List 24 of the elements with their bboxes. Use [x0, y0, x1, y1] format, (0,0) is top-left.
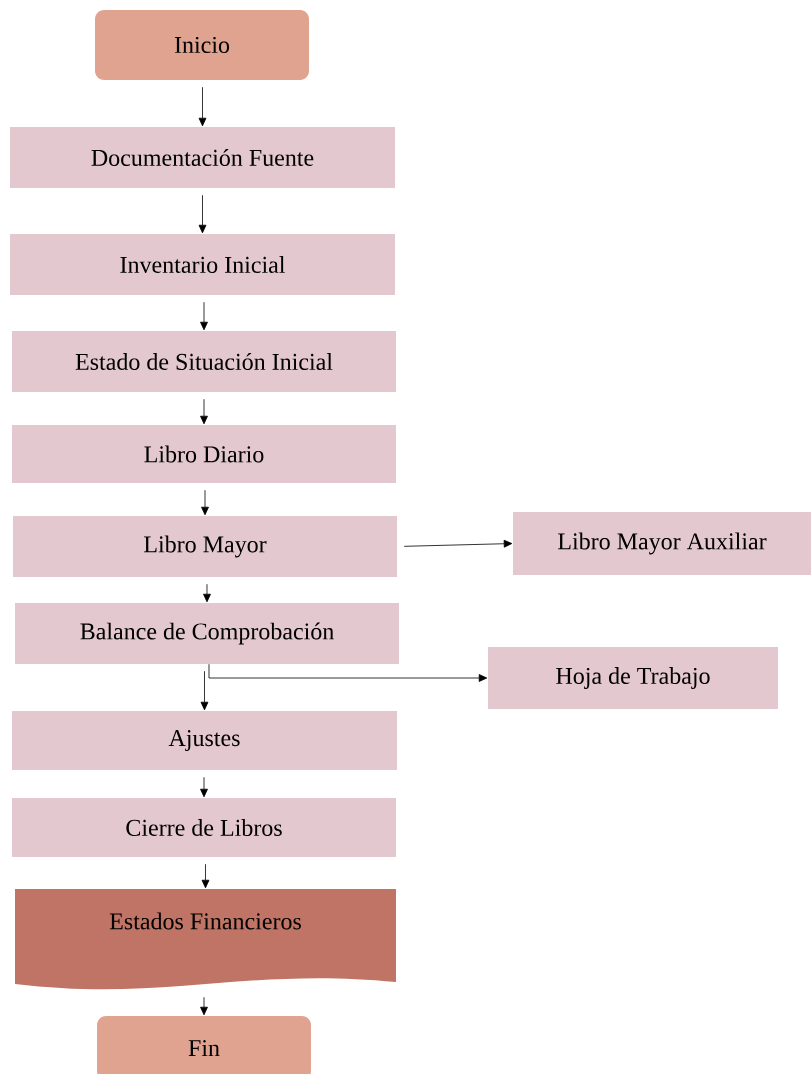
process-box: Estado de Situación Inicial [12, 331, 396, 392]
process-box: Cierre de Libros [12, 798, 396, 857]
arrow [200, 301, 208, 331]
arrow [200, 776, 208, 798]
process-box: Documentación Fuente [10, 127, 395, 188]
arrow [201, 863, 210, 889]
terminal-box: Inicio [95, 10, 309, 80]
arrow [198, 194, 207, 234]
process-box: Libro Mayor [13, 516, 397, 577]
arrow [201, 489, 209, 516]
process-box: Inventario Inicial [10, 234, 395, 295]
arrow [200, 996, 208, 1016]
arrow [203, 583, 211, 603]
arrow [200, 670, 209, 711]
arrow [198, 86, 207, 127]
terminal-box: Fin [97, 1016, 311, 1074]
arrow [200, 398, 208, 425]
process-box: Ajustes [12, 711, 397, 770]
process-box: Libro Mayor Auxiliar [513, 512, 811, 575]
arrow [403, 539, 513, 548]
arrow [208, 663, 488, 682]
process-box: Hoja de Trabajo [488, 647, 778, 709]
process-box: Libro Diario [12, 425, 396, 483]
process-box: Balance de Comprobación [15, 603, 399, 664]
